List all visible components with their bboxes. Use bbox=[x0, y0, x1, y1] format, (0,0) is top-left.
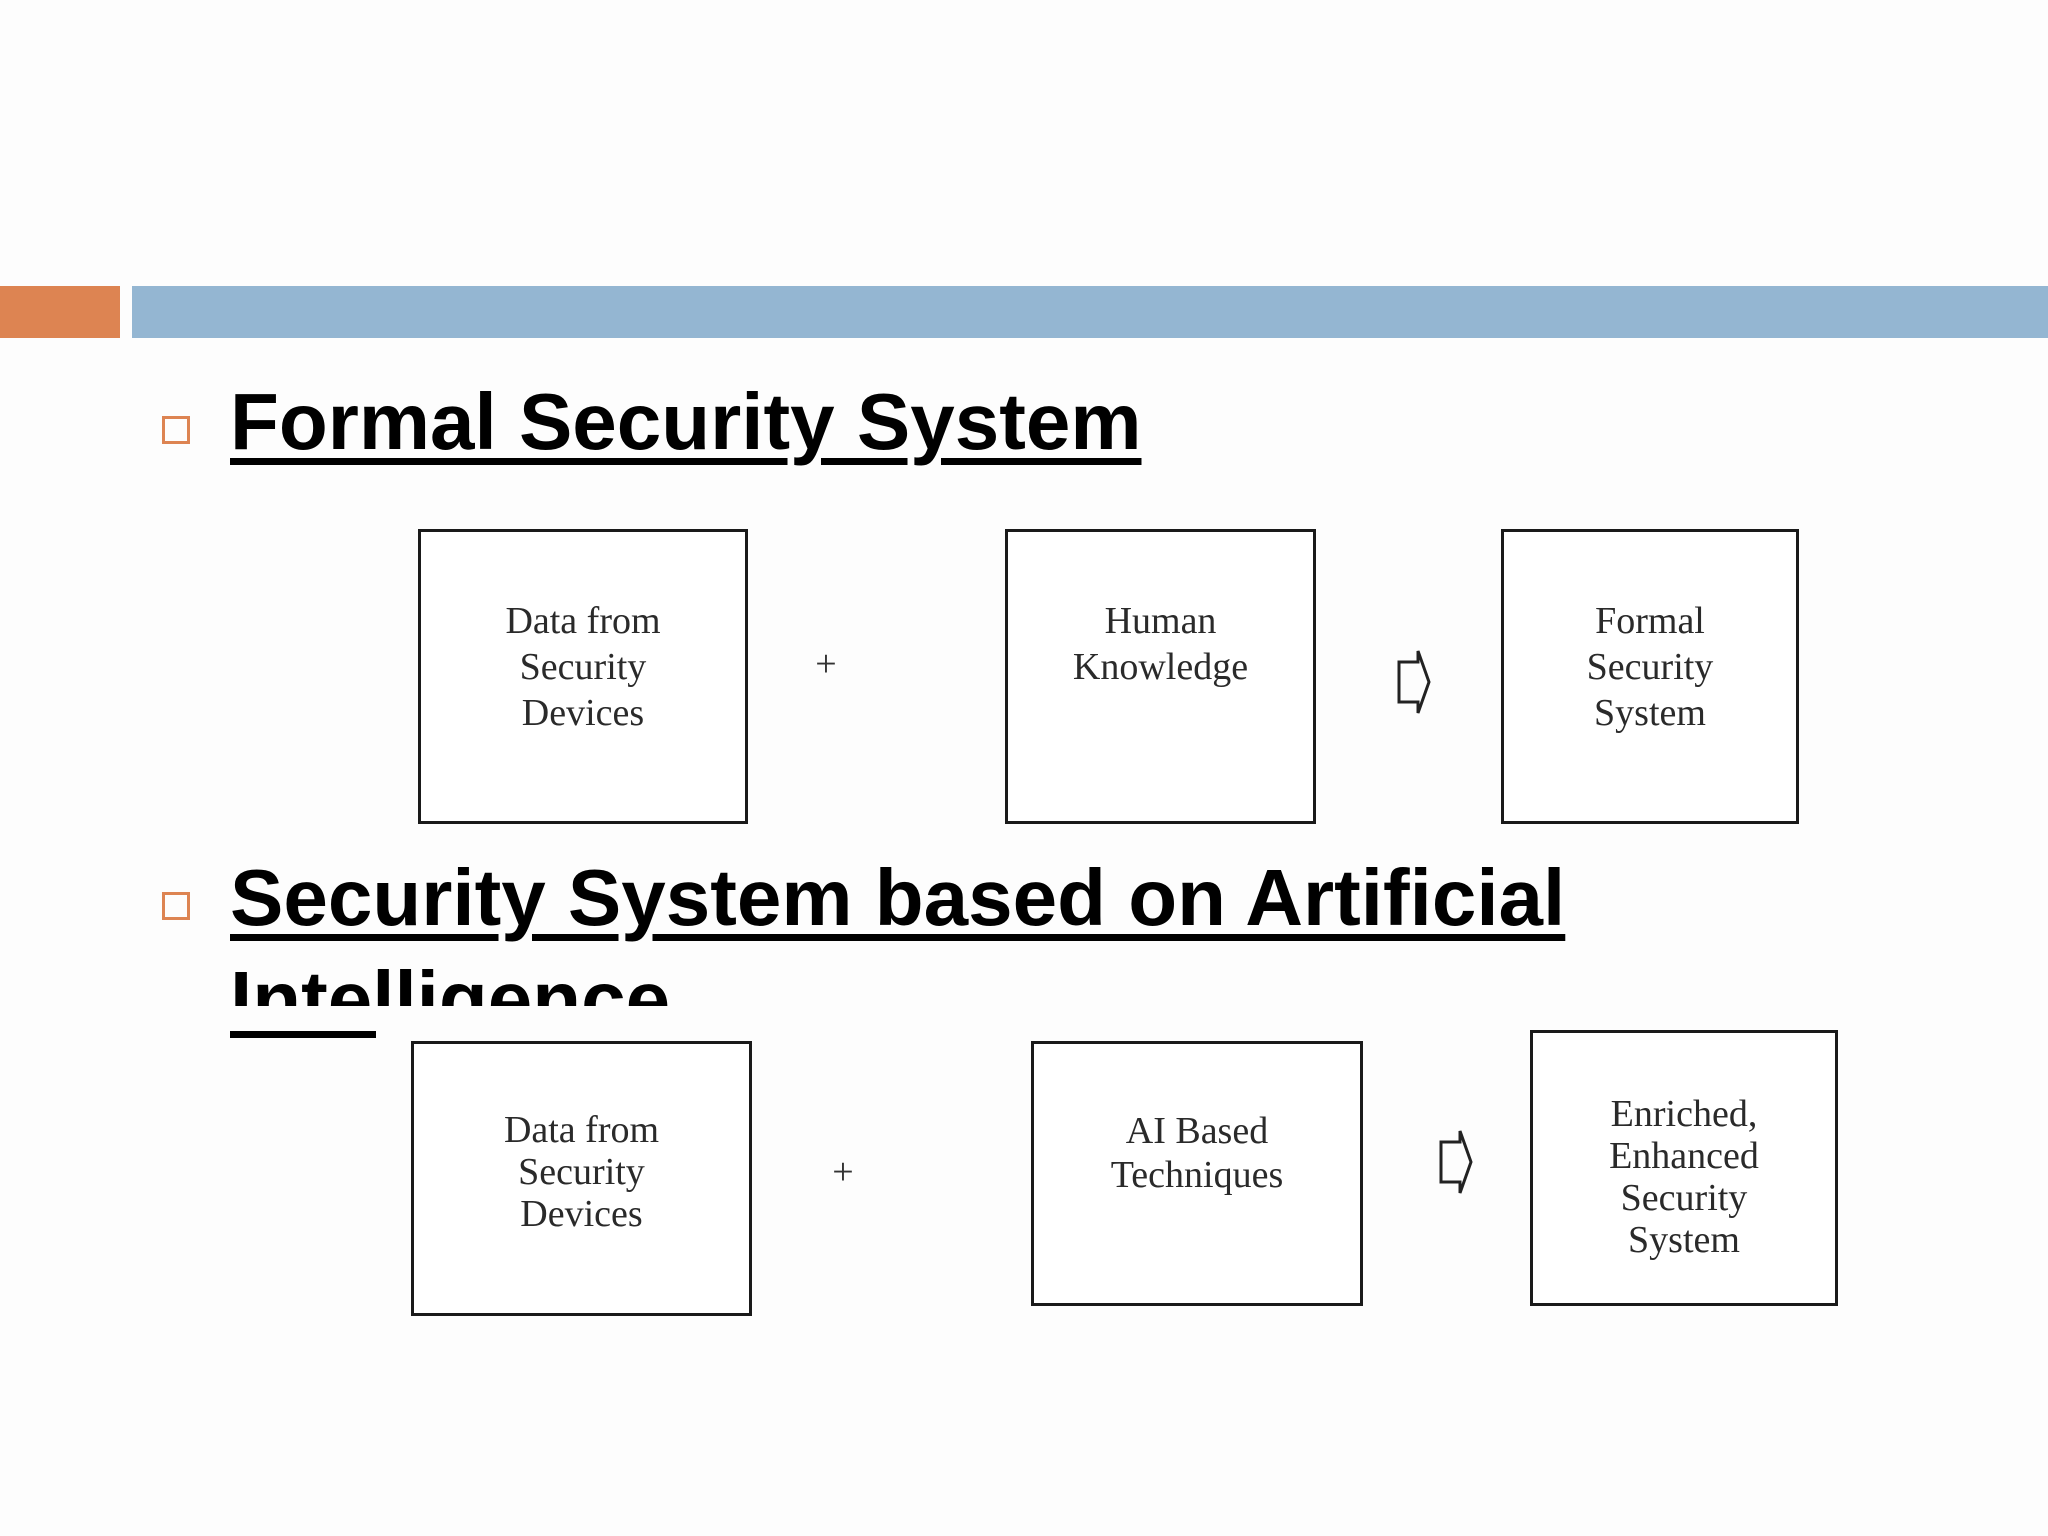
section-heading-ai-line2: Intelligence bbox=[230, 952, 670, 1006]
bullet-square-icon bbox=[162, 416, 190, 444]
box-data-from-security-devices: Data from Security Devices bbox=[411, 1041, 752, 1316]
hollow-right-arrow-icon bbox=[1439, 1130, 1473, 1194]
box-enriched-security-system: Enriched, Enhanced Security System bbox=[1530, 1030, 1838, 1306]
hollow-right-arrow-icon bbox=[1397, 650, 1431, 714]
plus-operator: + bbox=[832, 1151, 854, 1193]
section-heading-ai: Security System based on Artificial bbox=[230, 853, 1566, 942]
box-human-knowledge: Human Knowledge bbox=[1005, 529, 1316, 824]
title-bar-accent bbox=[0, 286, 120, 338]
heading-underline bbox=[230, 1031, 376, 1038]
box-label: Human Knowledge bbox=[1072, 600, 1249, 688]
box-label: Formal Security System bbox=[1586, 600, 1714, 734]
box-formal-security-system: Formal Security System bbox=[1501, 529, 1799, 824]
bullet-square-icon bbox=[162, 892, 190, 920]
plus-operator: + bbox=[815, 643, 837, 685]
box-label: Enriched, Enhanced Security System bbox=[1609, 1093, 1759, 1261]
section-heading-ai-line2-text: Intelligence bbox=[230, 955, 671, 1006]
box-label: Data from Security Devices bbox=[505, 600, 661, 734]
box-label: AI Based Techniques bbox=[1110, 1110, 1284, 1196]
box-label: Data from Security Devices bbox=[503, 1109, 660, 1235]
section-heading-formal: Formal Security System bbox=[230, 377, 1142, 466]
box-ai-based-techniques: AI Based Techniques bbox=[1031, 1041, 1363, 1306]
box-data-from-security-devices: Data from Security Devices bbox=[418, 529, 748, 824]
title-bar bbox=[132, 286, 2048, 338]
